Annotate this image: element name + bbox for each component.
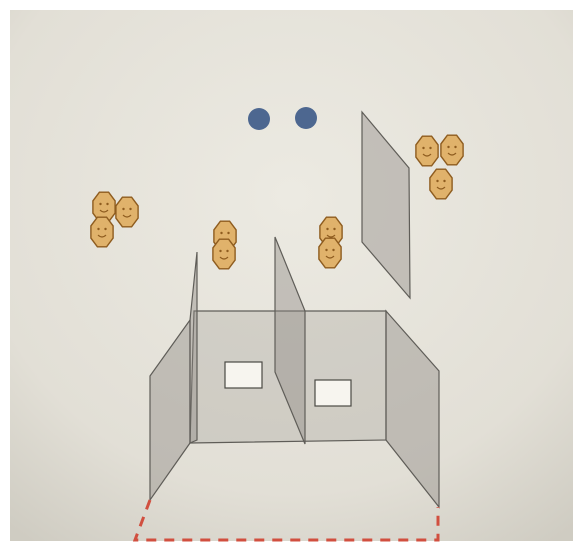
right-window [315,380,351,406]
paper-background [10,10,573,541]
coin-icon [441,135,463,165]
coin-icon [319,238,341,268]
coin-icon [213,239,235,269]
coin-group-center-right [319,217,342,268]
left-window [225,362,262,388]
coin-group-center-left [213,221,236,269]
coin-icon [91,217,113,247]
blue-dot-icon [248,108,270,130]
coin-icon [416,136,438,166]
coin-icon [116,197,138,227]
blue-dot-icon [295,107,317,129]
coin-icon [430,169,452,199]
